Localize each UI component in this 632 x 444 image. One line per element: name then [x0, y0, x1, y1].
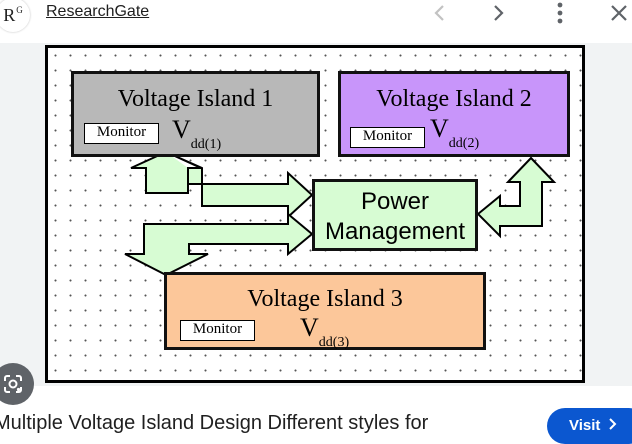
power-management-box: Power Management: [312, 179, 478, 251]
island1-monitor: Monitor: [84, 123, 159, 144]
image-caption[interactable]: Multiple Voltage Island Design Different…: [0, 412, 429, 434]
chevron-left-icon: [434, 5, 444, 21]
visit-button[interactable]: Visit: [547, 408, 632, 444]
logo-superscript: G: [16, 5, 23, 15]
island3-vdd-sub: dd(3): [318, 335, 350, 351]
more-options-button[interactable]: [549, 2, 571, 24]
voltage-island-diagram[interactable]: Voltage Island 1 Monitor Vdd(1) Voltage …: [45, 45, 585, 383]
pm-line2: Management: [324, 218, 466, 245]
voltage-island-3: Voltage Island 3 Monitor Vdd(3): [164, 272, 486, 350]
close-icon: [611, 5, 627, 21]
arrows-layer: [124, 151, 557, 277]
lens-search-button[interactable]: [0, 363, 34, 405]
island1-vdd-main: V: [172, 115, 191, 144]
arrow-pm-island2: [476, 156, 557, 239]
island2-vdd: Vdd(2): [430, 114, 480, 152]
close-button[interactable]: [608, 2, 630, 24]
island2-vdd-main: V: [430, 114, 449, 143]
island3-vdd: Vdd(3): [300, 313, 350, 351]
lens-icon: [4, 375, 22, 393]
island1-title: Voltage Island 1: [117, 86, 274, 112]
arrow-pm-island3: [124, 211, 314, 277]
arrow-island1-pm: [130, 151, 314, 220]
next-button[interactable]: [488, 2, 510, 24]
island2-vdd-sub: dd(2): [448, 136, 480, 152]
island3-monitor: Monitor: [180, 320, 255, 341]
logo-letter: R: [3, 4, 16, 25]
voltage-island-2: Voltage Island 2 Monitor Vdd(2): [338, 71, 570, 157]
previous-button[interactable]: [428, 2, 450, 24]
more-vert-icon: [557, 2, 563, 24]
voltage-island-1: Voltage Island 1 Monitor Vdd(1): [71, 71, 320, 157]
visit-label: Visit: [569, 417, 601, 434]
island1-vdd-sub: dd(1): [190, 137, 222, 153]
chevron-right-icon: [608, 418, 616, 430]
pm-line1: Power: [360, 188, 430, 215]
island3-vdd-main: V: [300, 313, 319, 342]
island2-title: Voltage Island 2: [376, 86, 532, 112]
source-link[interactable]: ResearchGate: [46, 3, 150, 20]
chevron-right-icon: [494, 5, 504, 21]
island1-vdd: Vdd(1): [172, 115, 222, 153]
island2-monitor: Monitor: [350, 127, 425, 148]
island3-title: Voltage Island 3: [247, 286, 403, 312]
image-preview: Voltage Island 1 Monitor Vdd(1) Voltage …: [0, 43, 632, 405]
